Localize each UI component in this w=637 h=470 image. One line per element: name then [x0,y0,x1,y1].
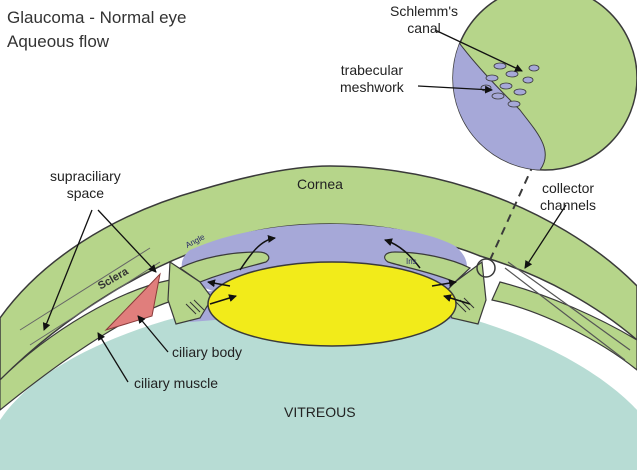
label-collector-channels-line2: channels [540,197,596,214]
label-schlemms-canal-line1: Schlemm's [390,3,458,20]
label-supraciliary-space-line1: supraciliary [50,168,121,185]
label-schlemms-canal: Schlemm's canal [390,3,458,36]
title-line-1: Glaucoma - Normal eye [7,8,187,28]
lens [208,262,456,346]
label-cornea: Cornea [297,176,343,193]
label-vitreous: VITREOUS [284,404,356,421]
label-schlemms-canal-line2: canal [390,20,458,37]
label-collector-channels: collector channels [540,180,596,213]
label-iris: Iris [406,257,417,266]
label-trabecular-meshwork: trabecular meshwork [340,62,404,95]
magnified-inset [450,0,637,170]
label-ciliary-body: ciliary body [172,344,242,361]
label-trabecular-meshwork-line1: trabecular [340,62,404,79]
label-ciliary-muscle: ciliary muscle [134,375,218,392]
title-line-2: Aqueous flow [7,32,109,52]
label-collector-channels-line1: collector [540,180,596,197]
label-supraciliary-space-line2: space [50,185,121,202]
label-trabecular-meshwork-line2: meshwork [340,79,404,96]
label-supraciliary-space: supraciliary space [50,168,121,201]
